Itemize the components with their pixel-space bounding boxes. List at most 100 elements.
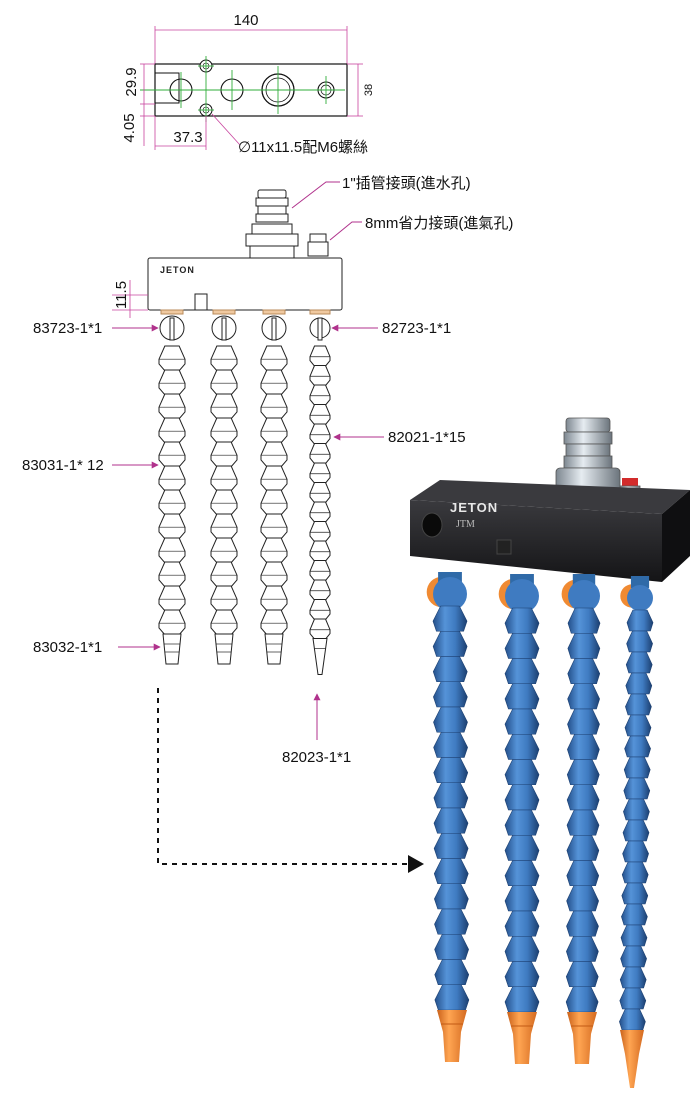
hose-segment-drawing (309, 599, 331, 620)
hose-segment (504, 683, 540, 710)
hose-segment (504, 607, 540, 634)
hose-segment-drawing (158, 585, 186, 611)
front-view-drawing: JETON 11.5 (112, 189, 343, 675)
hose-segment (432, 605, 468, 632)
hose-segment (567, 733, 600, 760)
hose-segment-drawing (309, 384, 331, 405)
hose-segment (432, 630, 468, 657)
hose-segment (504, 658, 540, 685)
brand-label-drawing: JETON (160, 265, 195, 275)
center-lines (140, 56, 345, 122)
callout-water-inlet: 1"插管接頭(進水孔) (342, 175, 471, 192)
hose-segment-drawing (260, 345, 288, 371)
hose-segment (619, 987, 647, 1010)
hose-segment (620, 945, 647, 968)
hose-segment (623, 798, 650, 821)
hose-segment (622, 840, 649, 863)
hose-segment (566, 885, 599, 912)
dashed-arrow (157, 688, 424, 873)
hose-segment (433, 757, 469, 784)
hose-segment-drawing (210, 465, 238, 491)
hose-segment (567, 632, 601, 659)
hose-segment-drawing (260, 393, 288, 419)
offset-bottom-dim-label: 4.05 (121, 113, 138, 142)
hose-segment (626, 630, 653, 653)
hose-segment (626, 609, 654, 632)
hose-segment (433, 807, 469, 834)
callout-nozzle-right: 82023-1*1 (282, 749, 351, 766)
width-dim-label: 140 (233, 12, 258, 29)
hose-segment (566, 784, 600, 811)
hose-segment (433, 731, 468, 758)
hose-segment-drawing (309, 404, 331, 425)
hose-segment-drawing (158, 369, 186, 395)
hose-segment (625, 672, 653, 695)
hose-segment-drawing (260, 369, 288, 395)
top-view-drawing: 140 38 (121, 12, 375, 156)
hose-segment (504, 632, 540, 659)
hose-segment (432, 656, 468, 683)
hose-segment (504, 733, 540, 760)
hose-assemblies (426, 572, 654, 1088)
hose-segment (433, 706, 468, 733)
hose-segment-drawing (210, 489, 238, 515)
hose-segment-drawing (210, 369, 238, 395)
hose-segment (567, 658, 601, 685)
hose-segment-drawing (158, 345, 186, 371)
callout-hose-left: 83031-1* 12 (22, 457, 104, 474)
nozzle (507, 1012, 537, 1064)
hose-segment-drawing (260, 561, 288, 587)
hose-segment (623, 777, 651, 800)
hose-segment (566, 809, 600, 836)
hose-segment-drawing (158, 609, 186, 635)
hose-segment-drawing (309, 521, 331, 542)
hose-segment-drawing (158, 441, 186, 467)
hose-drawings (158, 315, 331, 675)
hole-note-label: ∅11x11.5配M6螺絲 (238, 139, 368, 156)
nozzle-drawing (162, 633, 182, 665)
hose-segment (504, 935, 540, 962)
hose-segment-drawing (260, 489, 288, 515)
hose-segment (621, 882, 649, 905)
hose-segment (433, 782, 469, 809)
hose-segment-drawing (309, 618, 331, 639)
hose-segment (621, 861, 649, 884)
hose-segment-drawing (260, 585, 288, 611)
hose-segment-drawing (260, 417, 288, 443)
hose-segment-drawing (210, 417, 238, 443)
callout-nozzle-left: 83032-1*1 (33, 639, 102, 656)
hose-segment (504, 910, 540, 937)
valve-ball (505, 579, 539, 613)
valve-ball (568, 580, 600, 612)
callout-valve-right: 82723-1*1 (382, 320, 451, 337)
hose-segment-drawing (260, 441, 288, 467)
hose-segment (434, 933, 469, 960)
hose-segment-drawing (309, 579, 331, 600)
hose-segment (567, 607, 601, 634)
hose-segment-drawing (210, 513, 238, 539)
hose-segment (625, 693, 652, 716)
nozzle-drawing (312, 638, 328, 675)
hose-segment (504, 834, 540, 861)
hose-segment (624, 714, 652, 737)
hose-segment (433, 832, 469, 859)
block-height-dim-label: 11.5 (113, 281, 130, 309)
hose-segment (619, 1008, 646, 1031)
hose-segment (504, 986, 540, 1013)
hose-segment (619, 966, 647, 989)
hose-segment (434, 883, 469, 910)
brand-label: JETON (450, 500, 498, 515)
valve-ball (627, 585, 653, 611)
hose-segment-drawing (158, 465, 186, 491)
brand-sub-label: JTM (456, 519, 475, 530)
hose-segment (504, 708, 540, 735)
hose-segment-drawing (158, 489, 186, 515)
hose-segment-drawing (260, 537, 288, 563)
hose-segment (621, 903, 648, 926)
hose-segment (504, 809, 540, 836)
callout-hose-right: 82021-1*15 (388, 429, 466, 446)
hose-segment-drawing (210, 609, 238, 635)
hose-segment-drawing (309, 501, 331, 522)
nozzle (567, 1012, 597, 1064)
